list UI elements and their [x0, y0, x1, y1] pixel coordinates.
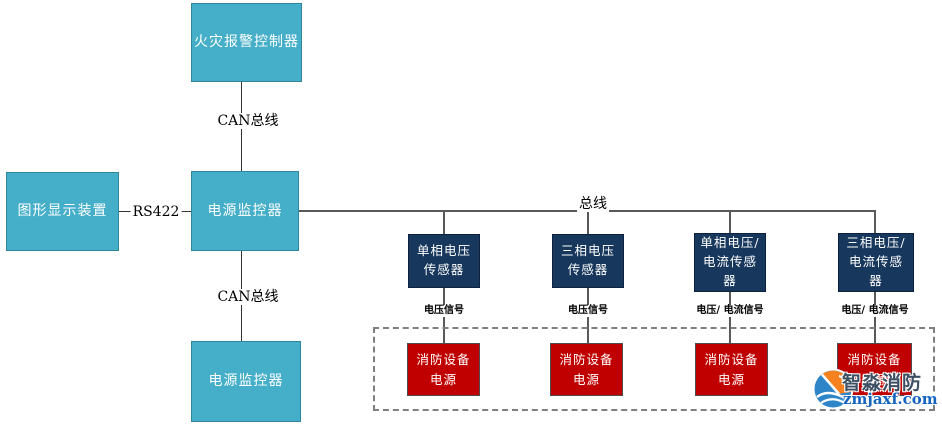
node-label: 单相电压 传感器 — [416, 243, 471, 277]
label-can-bus-top: CAN总线 — [215, 113, 281, 129]
node-device-power-2: 消防设备 电源 — [550, 343, 623, 396]
node-label: 消防设备 电源 — [416, 352, 471, 387]
connector-drop-4 — [874, 210, 876, 234]
node-device-power-3: 消防设备 电源 — [695, 343, 768, 396]
node-label: 单相电压/ 电流传感 器 — [700, 235, 760, 288]
node-label: 电源监控器 — [207, 202, 283, 219]
watermark-url: zmjaxf.com — [843, 390, 938, 408]
node-fire-alarm-controller: 火灾报警控制器 — [191, 3, 302, 82]
connector-drop-3 — [729, 210, 731, 234]
node-label: 三相电压/ 电流传感 器 — [846, 235, 906, 288]
watermark-logo-icon — [812, 368, 854, 410]
node-sensor-single-voltage-current: 单相电压/ 电流传感 器 — [694, 233, 766, 292]
node-label: 火灾报警控制器 — [194, 34, 299, 51]
node-power-monitor-secondary: 电源监控器 — [191, 341, 301, 422]
node-label: 电源监控器 — [208, 373, 284, 390]
label-rs422: RS422 — [130, 204, 182, 220]
node-device-power-1: 消防设备 电源 — [407, 343, 480, 396]
device-group-outline — [373, 327, 935, 411]
connector-drop-1 — [443, 210, 445, 235]
node-sensor-three-voltage-current: 三相电压/ 电流传感 器 — [838, 233, 914, 292]
label-signal-2: 电压信号 — [566, 305, 610, 317]
connector-signal-4 — [874, 291, 876, 344]
label-signal-3: 电压/ 电流信号 — [694, 305, 766, 317]
label-can-bus-bottom: CAN总线 — [215, 289, 281, 305]
connector-signal-3 — [729, 291, 731, 344]
node-label: 图形显示装置 — [17, 203, 108, 220]
connector-drop-2 — [587, 210, 589, 235]
node-sensor-single-voltage: 单相电压 传感器 — [408, 234, 480, 288]
label-bus: 总线 — [577, 196, 609, 212]
node-device-power-4: 消防设备 电源 — [837, 343, 912, 396]
node-label: 消防设备 电源 — [559, 352, 614, 387]
watermark-name: 智淼消防 — [842, 372, 923, 394]
node-power-monitor-main: 电源监控器 — [191, 171, 299, 251]
label-signal-4: 电压/ 电流信号 — [839, 305, 911, 317]
label-signal-1: 电压信号 — [422, 305, 466, 317]
node-graphic-display: 图形显示装置 — [6, 172, 119, 251]
node-label: 三相电压 传感器 — [560, 243, 615, 277]
node-label: 消防设备 电源 — [704, 352, 759, 387]
node-label: 消防设备 电源 — [847, 352, 902, 387]
node-sensor-three-voltage: 三相电压 传感器 — [552, 234, 624, 288]
